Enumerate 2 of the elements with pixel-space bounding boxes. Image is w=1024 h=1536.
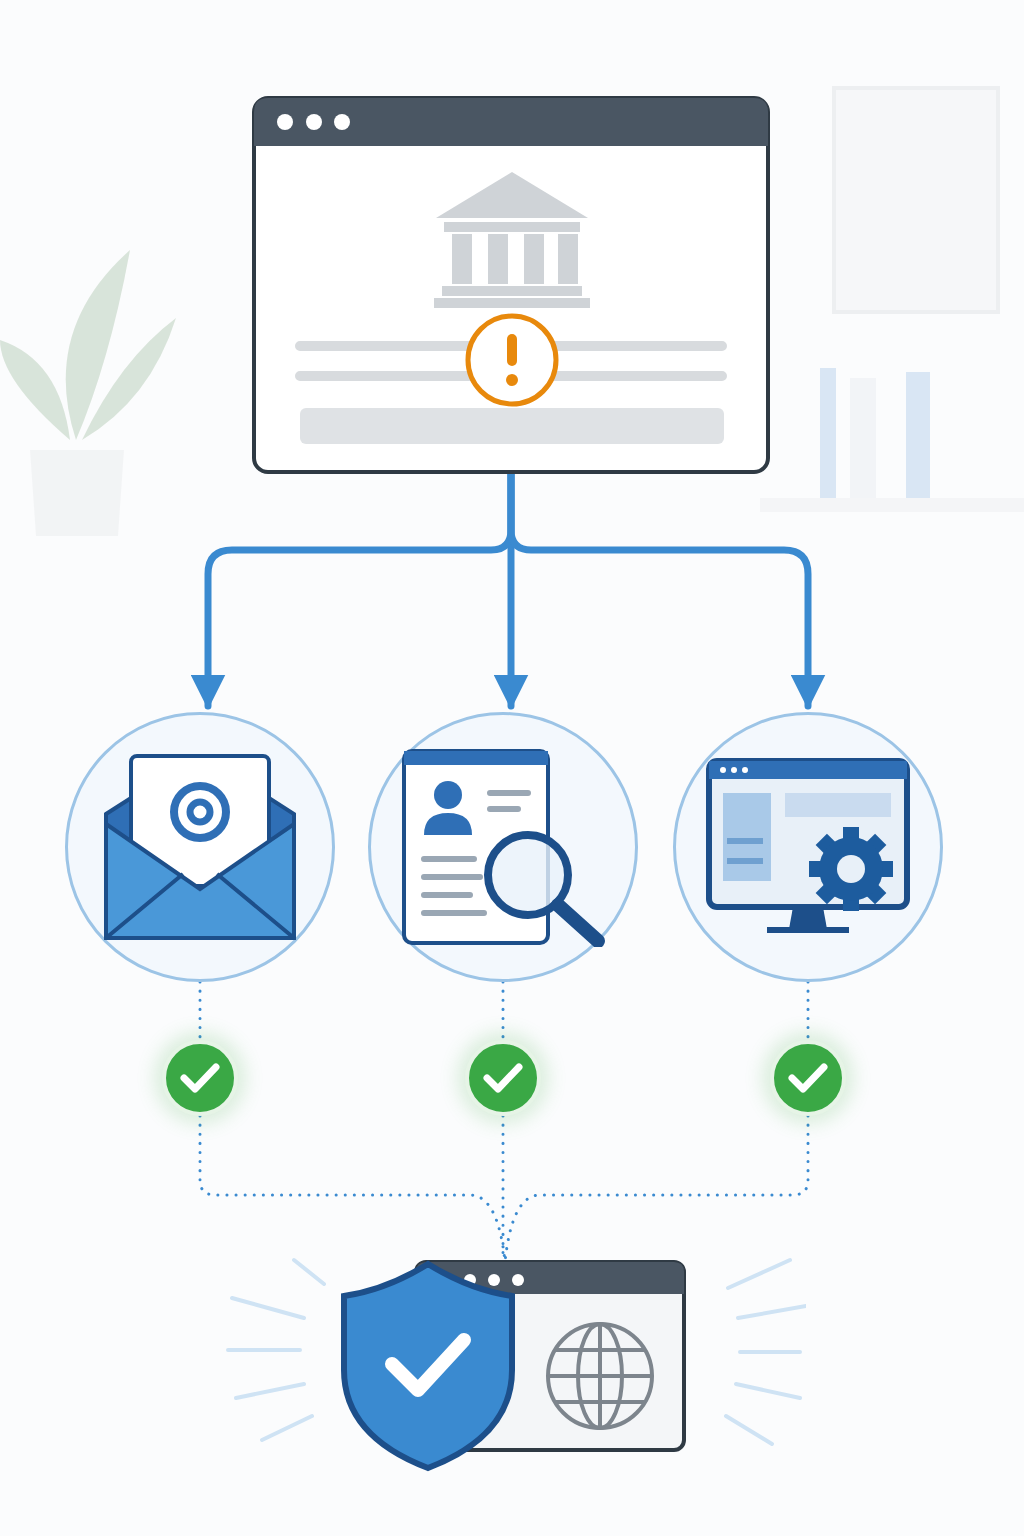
browser-window-drawing [252, 96, 770, 474]
secure-browser-drawing [340, 1260, 686, 1472]
